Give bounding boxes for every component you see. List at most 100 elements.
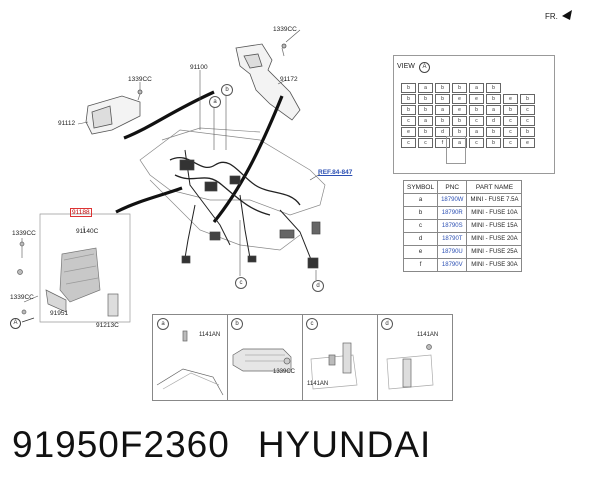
fuse-slot: e	[452, 94, 467, 104]
fuse-slot: e	[452, 105, 467, 115]
part-name-cell: MINI - FUSE 25A	[466, 245, 523, 259]
fuse-slot: b	[469, 105, 484, 115]
fuse-slot: a	[469, 127, 484, 137]
fuse-slot: c	[520, 105, 535, 115]
fuse-slot: b	[452, 116, 467, 126]
part-name-cell: MINI - FUSE 7.5A	[466, 193, 523, 207]
fuse-slot: c	[418, 138, 433, 148]
symbol-cell: c	[402, 219, 439, 233]
detail-d-label: 1141AN	[417, 332, 439, 338]
fuse-slot: f	[435, 138, 450, 148]
fuse-slot: b	[418, 127, 433, 137]
fuse-slot: b	[520, 127, 535, 137]
fuse-slot: b	[435, 116, 450, 126]
callout-91213c: 91213C	[96, 322, 119, 329]
brand-name: HYUNDAI	[257, 424, 432, 465]
part-name-cell: MINI - FUSE 10A	[466, 206, 523, 220]
part-number: 91950F2360	[12, 424, 230, 465]
symbol-cell: a	[402, 193, 439, 207]
callout-91188: 91188	[70, 208, 92, 217]
callout-1339cc-lower: 1339CC	[10, 294, 34, 301]
fuse-slot: e	[520, 138, 535, 148]
fuse-slot: b	[452, 83, 467, 93]
fuse-slot: a	[435, 105, 450, 115]
pnc-cell[interactable]: 18790R	[437, 206, 468, 220]
part-name-cell: MINI - FUSE 30A	[466, 258, 523, 272]
callout-91100: 91100	[190, 64, 208, 71]
table-header: PNC	[437, 180, 468, 194]
fuse-slot: b	[401, 94, 416, 104]
symbol-cell: b	[402, 206, 439, 220]
table-header: SYMBOL	[402, 180, 439, 194]
front-direction-label: FR.	[545, 12, 558, 21]
fuse-slot: b	[401, 105, 416, 115]
fuse-slot: a	[418, 83, 433, 93]
symbol-cell: f	[402, 258, 439, 272]
callout-91140c: 91140C	[76, 228, 99, 235]
fuse-slot: e	[401, 127, 416, 137]
fuse-slot: b	[435, 94, 450, 104]
symbol-cell: e	[402, 245, 439, 259]
fuse-slot: c	[520, 116, 535, 126]
pnc-cell[interactable]: 18790U	[437, 245, 468, 259]
detail-c-marker: c	[306, 318, 318, 330]
detail-b-label: 1339CC	[273, 369, 296, 375]
harness-drawing	[115, 90, 326, 269]
fuse-slot: b	[401, 83, 416, 93]
callout-1339cc-top: 1339CC	[273, 26, 297, 33]
pnc-cell[interactable]: 18790V	[437, 258, 468, 272]
divider	[302, 315, 303, 400]
pnc-cell[interactable]: 18790S	[437, 219, 468, 233]
callout-91112: 91112	[58, 120, 76, 127]
fuse-slot: c	[401, 138, 416, 148]
fuse-slot: c	[503, 116, 518, 126]
fuse-slot: b	[435, 83, 450, 93]
part-name-cell: MINI - FUSE 20A	[466, 232, 523, 246]
fuse-slot: b	[486, 94, 501, 104]
bracket-91112-drawing	[85, 89, 143, 135]
bracket-91172-drawing	[235, 43, 301, 121]
fuse-slot: d	[486, 116, 501, 126]
fuse-slot: c	[503, 138, 518, 148]
callout-1339cc-left: 1339CC	[12, 230, 36, 237]
ref-link[interactable]: REF.84-847	[318, 169, 353, 176]
fuse-slot: b	[503, 105, 518, 115]
fuse-box-view	[393, 55, 555, 174]
detail-a-marker: a	[157, 318, 169, 330]
relay-slot	[446, 136, 466, 164]
marker-b: b	[221, 84, 233, 96]
part-caption: 91950F2360 HYUNDAI	[12, 424, 431, 466]
fuse-slot: b	[418, 105, 433, 115]
fuse-slot: e	[503, 94, 518, 104]
marker-a: a	[209, 96, 221, 108]
fuse-slot: c	[401, 116, 416, 126]
fuse-slot: a	[469, 83, 484, 93]
view-a-marker: A	[10, 318, 21, 329]
pnc-cell[interactable]: 18790W	[437, 193, 468, 207]
fuse-slot: d	[435, 127, 450, 137]
detail-strip: a b c d 1141AN 1339CC 1141AN 1141AN	[152, 314, 453, 401]
table-header: PART NAME	[466, 180, 523, 194]
detail-a-label: 1141AN	[199, 332, 221, 338]
fuse-slot: a	[418, 116, 433, 126]
fuse-slot: a	[452, 138, 467, 148]
fuse-slot: b	[418, 94, 433, 104]
symbol-cell: d	[402, 232, 439, 246]
view-title-marker: A	[419, 62, 430, 73]
leader-lines	[21, 29, 321, 303]
junction-box-drawing	[17, 213, 131, 323]
divider	[227, 315, 228, 400]
pnc-cell[interactable]: 18790T	[437, 232, 468, 246]
fuse-slot: b	[520, 94, 535, 104]
view-a-arrow	[21, 317, 35, 323]
marker-c: c	[235, 277, 247, 289]
front-arrow-icon	[562, 10, 572, 20]
